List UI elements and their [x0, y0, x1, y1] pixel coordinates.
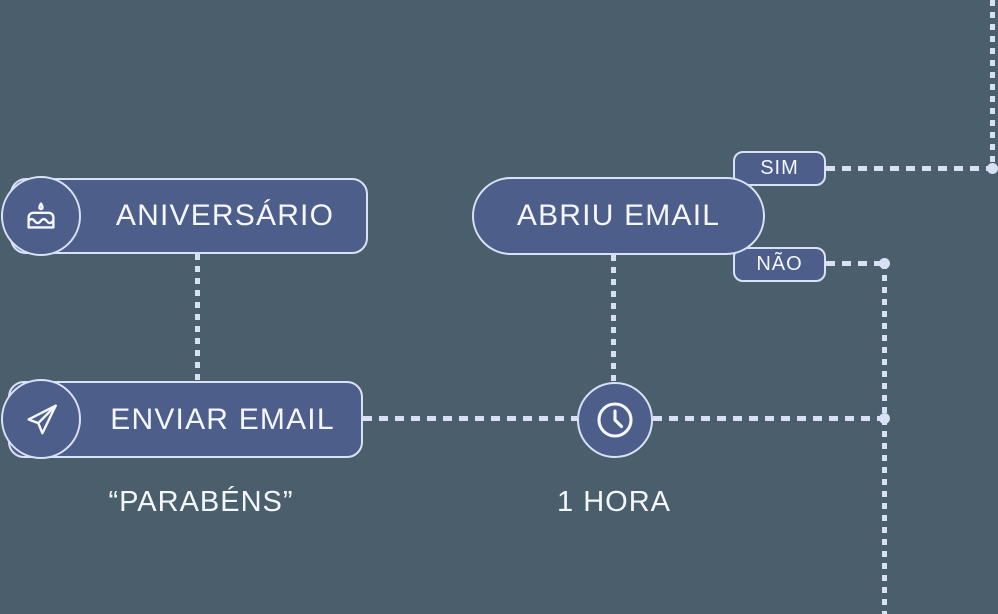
clock-icon [597, 402, 633, 438]
paper-plane-icon [27, 404, 57, 435]
connector-junction-dot [879, 258, 890, 269]
trigger-node-label: ANIVERSÁRIO [115, 199, 335, 232]
action-node-label: ENVIAR EMAIL [110, 402, 335, 436]
connector-action-to-delay [363, 416, 577, 421]
branch-yes-label: SIM [760, 157, 799, 179]
trigger-node-icon-badge [1, 176, 81, 256]
action-node-enviar-email[interactable]: ENVIAR EMAIL [8, 381, 363, 458]
condition-node-label: ABRIU EMAIL [516, 199, 721, 232]
branch-no-label: NÃO [756, 253, 803, 275]
action-note-parabens: “PARABÉNS” [108, 486, 294, 518]
cake-icon [27, 202, 55, 229]
condition-node-abriu-email[interactable]: ABRIU EMAIL [472, 177, 765, 255]
branch-no-chip[interactable]: NÃO [733, 247, 826, 282]
delay-note-1-hora: 1 HORA [557, 486, 671, 518]
connector-junction-dot [879, 413, 890, 424]
connector-condition-to-delay [611, 255, 616, 382]
connector-yes-branch-out [826, 166, 992, 171]
delay-node[interactable] [577, 382, 653, 458]
connector-no-branch-down [882, 263, 887, 614]
action-node-icon-badge [1, 379, 81, 459]
branch-yes-chip[interactable]: SIM [733, 151, 826, 186]
connector-trigger-to-action [195, 254, 200, 381]
connector-no-branch-out [826, 261, 884, 266]
connector-delay-to-no-branch [653, 416, 884, 421]
connector-yes-branch-up [990, 0, 995, 166]
connector-junction-dot [987, 163, 998, 174]
